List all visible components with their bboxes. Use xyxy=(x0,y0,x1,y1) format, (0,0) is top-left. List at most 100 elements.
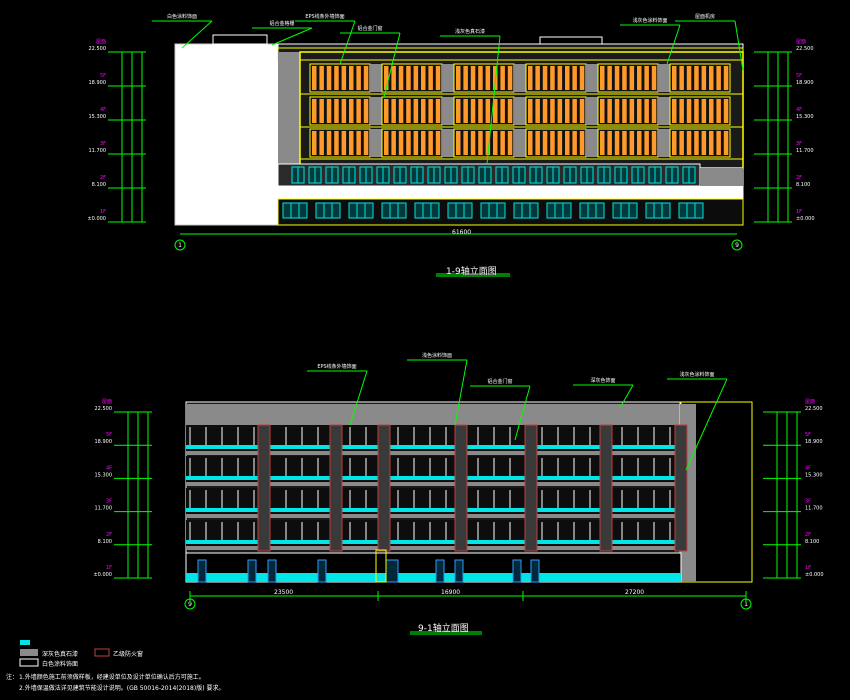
orange-louver xyxy=(651,66,657,90)
orange-louver xyxy=(550,66,555,90)
roof-parapet-band xyxy=(186,404,681,425)
window-bay xyxy=(597,63,659,93)
orange-louver xyxy=(716,99,721,123)
elevation-1-9: 22.500屋面18.9005F15.3004F11.7003F8.1002F±… xyxy=(87,13,815,277)
orange-louver xyxy=(528,99,533,123)
window-sill-cyan xyxy=(186,476,681,480)
orange-louver xyxy=(363,131,369,155)
orange-louver xyxy=(679,66,684,90)
orange-louver xyxy=(701,66,707,90)
orange-louver xyxy=(507,99,513,123)
orange-louver xyxy=(701,99,707,123)
window-bay xyxy=(525,96,587,126)
pier-column xyxy=(599,424,613,552)
ground-door xyxy=(454,559,464,583)
bay-pier xyxy=(442,97,454,125)
bay-pier xyxy=(514,97,526,125)
ground-door xyxy=(435,559,445,583)
plinth-window xyxy=(414,202,440,219)
d1-right-elev-value: 11.700 xyxy=(796,148,814,154)
orange-louver xyxy=(341,66,347,90)
bay-pier xyxy=(586,64,598,92)
d2-callout-leader xyxy=(685,378,728,471)
d2-callout: 铝合金门窗 xyxy=(487,378,512,385)
grey-pier xyxy=(278,52,300,200)
entrance-canopy xyxy=(375,549,387,583)
orange-louver xyxy=(709,66,714,90)
orange-louver xyxy=(349,99,354,123)
pier-column xyxy=(329,424,343,552)
orange-louver xyxy=(356,99,361,123)
plinth-window xyxy=(282,202,308,219)
ground-door xyxy=(317,559,327,583)
parapet-left xyxy=(212,34,268,45)
legend xyxy=(19,640,110,667)
orange-louver xyxy=(644,66,649,90)
d1-left-floor-label: 4F xyxy=(100,107,106,113)
window-bay xyxy=(309,128,371,158)
orange-louver xyxy=(709,131,714,155)
orange-louver xyxy=(470,99,476,123)
legend-item-dark-grey: 深灰色真石漆 xyxy=(42,651,79,658)
white-wall-block xyxy=(175,44,278,225)
orange-louver xyxy=(672,131,677,155)
legend-swatch-fire-window xyxy=(94,648,110,657)
orange-louver xyxy=(651,131,657,155)
floor-slab xyxy=(186,451,681,455)
d1-callout-leader xyxy=(181,20,213,49)
orange-louver xyxy=(694,131,699,155)
orange-louver xyxy=(478,131,483,155)
plinth-window xyxy=(513,202,539,219)
bay-pier xyxy=(370,97,382,125)
orange-louver xyxy=(607,131,612,155)
orange-louver xyxy=(600,66,605,90)
orange-louver xyxy=(391,131,396,155)
axis-label-9: 9 xyxy=(735,242,739,249)
orange-louver xyxy=(363,99,369,123)
orange-louver xyxy=(363,66,369,90)
orange-louver xyxy=(535,131,540,155)
d2-left-floor-label: 3F xyxy=(106,499,112,505)
plinth-window xyxy=(579,202,605,219)
d2-left-elev-value: 8.100 xyxy=(98,539,112,545)
orange-louver xyxy=(406,99,411,123)
d2-callout-leader xyxy=(514,385,531,441)
orange-louver xyxy=(413,66,419,90)
orange-louver xyxy=(356,131,361,155)
d1-left-elev-value: 11.700 xyxy=(89,148,107,154)
floor-slab xyxy=(186,514,681,518)
orange-louver xyxy=(637,66,642,90)
d2-callout-leader xyxy=(454,359,468,426)
orange-louver xyxy=(644,99,649,123)
floor-slab xyxy=(186,546,681,550)
elevation-9-1: 22.500屋面18.9005F15.3004F11.7003F8.1002F±… xyxy=(93,352,824,635)
orange-louver xyxy=(651,99,657,123)
orange-louver xyxy=(507,66,513,90)
orange-louver xyxy=(319,66,324,90)
orange-louver xyxy=(622,66,627,90)
orange-louver xyxy=(528,131,533,155)
legend-note-1: 1.外墙颜色施工前须做样板，经建设单位及设计单位确认后方可施工。 xyxy=(19,674,205,681)
orange-louver xyxy=(572,66,577,90)
plinth-window xyxy=(645,202,671,219)
orange-louver xyxy=(709,99,714,123)
window-bay xyxy=(525,128,587,158)
orange-louver xyxy=(629,99,635,123)
pier-column xyxy=(524,424,538,552)
orange-louver xyxy=(542,66,548,90)
d2-right-floor-label: 3F xyxy=(805,499,811,505)
orange-louver xyxy=(470,66,476,90)
orange-louver xyxy=(406,66,411,90)
orange-louver xyxy=(622,131,627,155)
d2-left-floor-label: 2F xyxy=(106,532,112,538)
orange-louver xyxy=(550,131,555,155)
ground-door xyxy=(247,559,257,583)
d1-callout: 屋面机房 xyxy=(695,13,715,20)
axis-label-9: 9 xyxy=(188,601,192,608)
orange-louver xyxy=(557,66,563,90)
plinth-window xyxy=(348,202,374,219)
orange-louver xyxy=(557,131,563,155)
orange-louver xyxy=(384,66,389,90)
d1-callout-leader xyxy=(383,32,401,98)
orange-louver xyxy=(428,66,433,90)
